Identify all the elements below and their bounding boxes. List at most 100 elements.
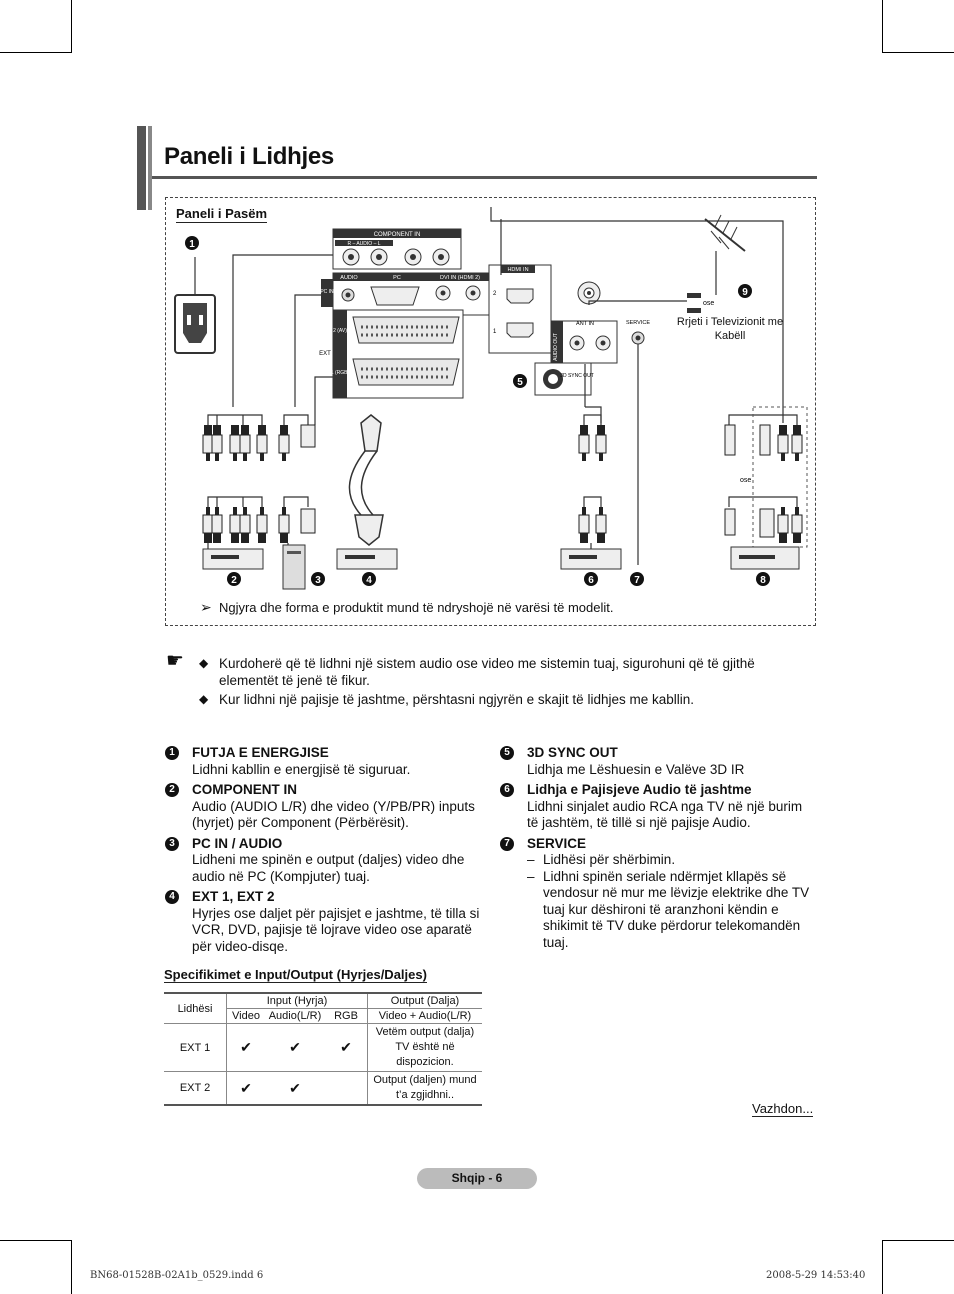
svg-text:3: 3 [315,575,321,586]
diagram-note: ➢ Ngjyra dhe forma e produktit mund të n… [200,599,614,616]
number-bullet: 6 [500,783,514,797]
rca-plugs-bottom: ose [202,477,803,544]
connector-item: 1 FUTJA E ENERGJISE Lidhni kabllin e ene… [165,745,483,778]
connector-desc: Lidhja me Lëshuesin e Valëve 3D IR [527,761,745,777]
marker-5: 5 [513,374,527,388]
connector-title: SERVICE [527,835,587,851]
component-in-label: COMPONENT IN [374,232,421,238]
connector-title: Lidhja e Pajisjeve Audio të jashtme [527,782,752,797]
marker-2: 2 [227,572,241,586]
svg-text:2: 2 [231,575,237,586]
cable-network-label: Rrjeti i Televizionit me Kabëll [676,316,784,342]
ose-label: ose [703,300,714,307]
spec-header-connector: Lidhësi [164,993,227,1024]
connector-desc: Lidheni me spinën e output (daljes) vide… [192,852,465,884]
crop-mark [71,0,72,52]
ext-scart-panel: EXT 2 (AV) 1 (RGB) [319,309,464,399]
crop-mark [882,1240,883,1294]
scart-cable [348,414,384,546]
note-text: Kur lidhni një pajisje të jashtme, përsh… [219,692,694,707]
dvd-device [336,548,398,570]
number-bullet: 1 [165,746,179,760]
audio-out-panel: ANT IN AUDIO OUT [550,320,618,364]
marker-3: 3 [311,572,325,586]
marker-1: 1 [185,236,199,250]
diamond-bullet-icon: ◆ [199,656,209,670]
connector-title: 3D SYNC OUT [527,745,618,760]
ant-in-label: ANT IN [576,321,594,327]
service-dash-item: Lidhësi për shërbimin. [527,852,816,869]
dvi-in-label: DVI IN (HDMI 2) [440,275,480,281]
spec-header-row: Lidhësi Input (Hyrja) Output (Dalja) [164,993,482,1024]
connection-diagram-frame [165,197,816,626]
component-audio-label: R – AUDIO – L [347,241,380,247]
diamond-bullet-icon: ◆ [199,692,209,706]
spec-header-video: Video [226,1008,265,1024]
hdmi-in-label: HDMI IN [507,267,528,273]
note-text: Kurdoherë që të lidhni një sistem audio … [219,656,755,688]
note-item: ◆ Kur lidhni një pajisje të jashtme, për… [166,691,806,708]
svg-text:4: 4 [366,575,372,586]
rca-plugs-top [202,424,803,462]
hdmi-port-2: 2 [493,291,497,297]
connector-desc: Lidhni sinjalet audio RCA nga TV në një … [527,798,803,831]
note-item: ◆ Kurdoherë që të lidhni një sistem audi… [166,655,806,689]
number-bullet: 3 [165,836,179,851]
spec-cell-audio: ✔ [265,1071,325,1106]
service-label: SERVICE [626,320,650,326]
spec-table: Lidhësi Input (Hyrja) Output (Dalja) Vid… [164,992,482,1106]
page-number-badge: Shqip - 6 [417,1168,537,1189]
hdmi-dvi-group-box [752,406,808,548]
pc-tower-device [282,544,306,590]
component-in-panel: COMPONENT IN R – AUDIO – L [332,228,462,270]
service-dash-item: Lidhni spinën seriale ndërmjet kllapës s… [527,869,816,952]
marker-9: 9 [738,284,752,298]
title-accent-bar-thin [148,126,152,210]
table-row: EXT 2 ✔ ✔ Output (daljen) mund t’a zgjid… [164,1071,482,1106]
connector-list-left: 1 FUTJA E ENERGJISE Lidhni kabllin e ene… [165,745,483,959]
general-notes: ☛ ◆ Kurdoherë që të lidhni një sistem au… [166,651,806,710]
audio-out-label: AUDIO OUT [553,333,559,361]
continue-label: Vazhdon... [752,1101,814,1117]
spec-cell-video: ✔ [226,1023,265,1072]
connector-item: 2 COMPONENT IN Audio (AUDIO L/R) dhe vid… [165,782,483,832]
title-rule [152,176,817,179]
antenna-icon [704,214,746,252]
spec-subheader-row: Video Audio(L/R) RGB Video + Audio(L/R) [164,1008,482,1024]
vcr-device-right [560,548,622,570]
audio-label: AUDIO [340,275,358,281]
connector-item: 4 EXT 1, EXT 2 Hyrjes ose daljet për paj… [165,889,483,955]
connector-title: FUTJA E ENERGJISE [192,745,329,760]
crop-mark [882,0,883,52]
connector-item: 7 SERVICE Lidhësi për shërbimin. Lidhni … [500,836,816,952]
marker-7: 7 [630,572,644,586]
crop-mark [0,1240,72,1241]
spec-header-output: Output (Dalja) [367,993,482,1009]
vcr-device-left [202,548,264,570]
spec-cell-name: EXT 2 [164,1071,227,1106]
pc-audio-panel: AUDIO PC DVI IN (HDMI 2) [332,272,494,316]
ext-label: EXT [319,351,331,357]
connector-item: 3 PC IN / AUDIO Lidheni me spinën e outp… [165,836,483,886]
hdmi-device [730,546,800,570]
hdmi-port-1: 1 [493,329,497,335]
page-title: Paneli i Lidhjes [164,143,334,170]
svg-text:7: 7 [634,575,640,586]
connector-item: 5 3D SYNC OUT Lidhja me Lëshuesin e Valë… [500,745,816,778]
pc-in-tag: PC IN [320,279,334,307]
spec-cell-rgb [325,1071,368,1106]
title-accent-bar [137,126,146,210]
diagram-note-text: Ngjyra dhe forma e produktit mund të ndr… [218,600,614,615]
svg-text:9: 9 [742,287,748,298]
spec-cell-rgb: ✔ [325,1023,368,1072]
spec-cell-output: Vetëm output (dalja) TV është në dispozi… [367,1023,482,1072]
power-socket [174,294,216,354]
ext2-label: 2 (AV) [333,328,347,334]
spec-header-input: Input (Hyrja) [226,993,368,1009]
number-bullet: 4 [165,890,179,904]
print-timestamp: 2008-5-29 14:53:40 [766,1270,866,1281]
connector-desc: Audio (AUDIO L/R) dhe video (Y/PB/PR) in… [192,798,475,831]
marker-8: 8 [756,572,770,586]
spec-cell-output: Output (daljen) mund t’a zgjidhni.. [367,1071,482,1106]
pc-label: PC [393,275,401,281]
